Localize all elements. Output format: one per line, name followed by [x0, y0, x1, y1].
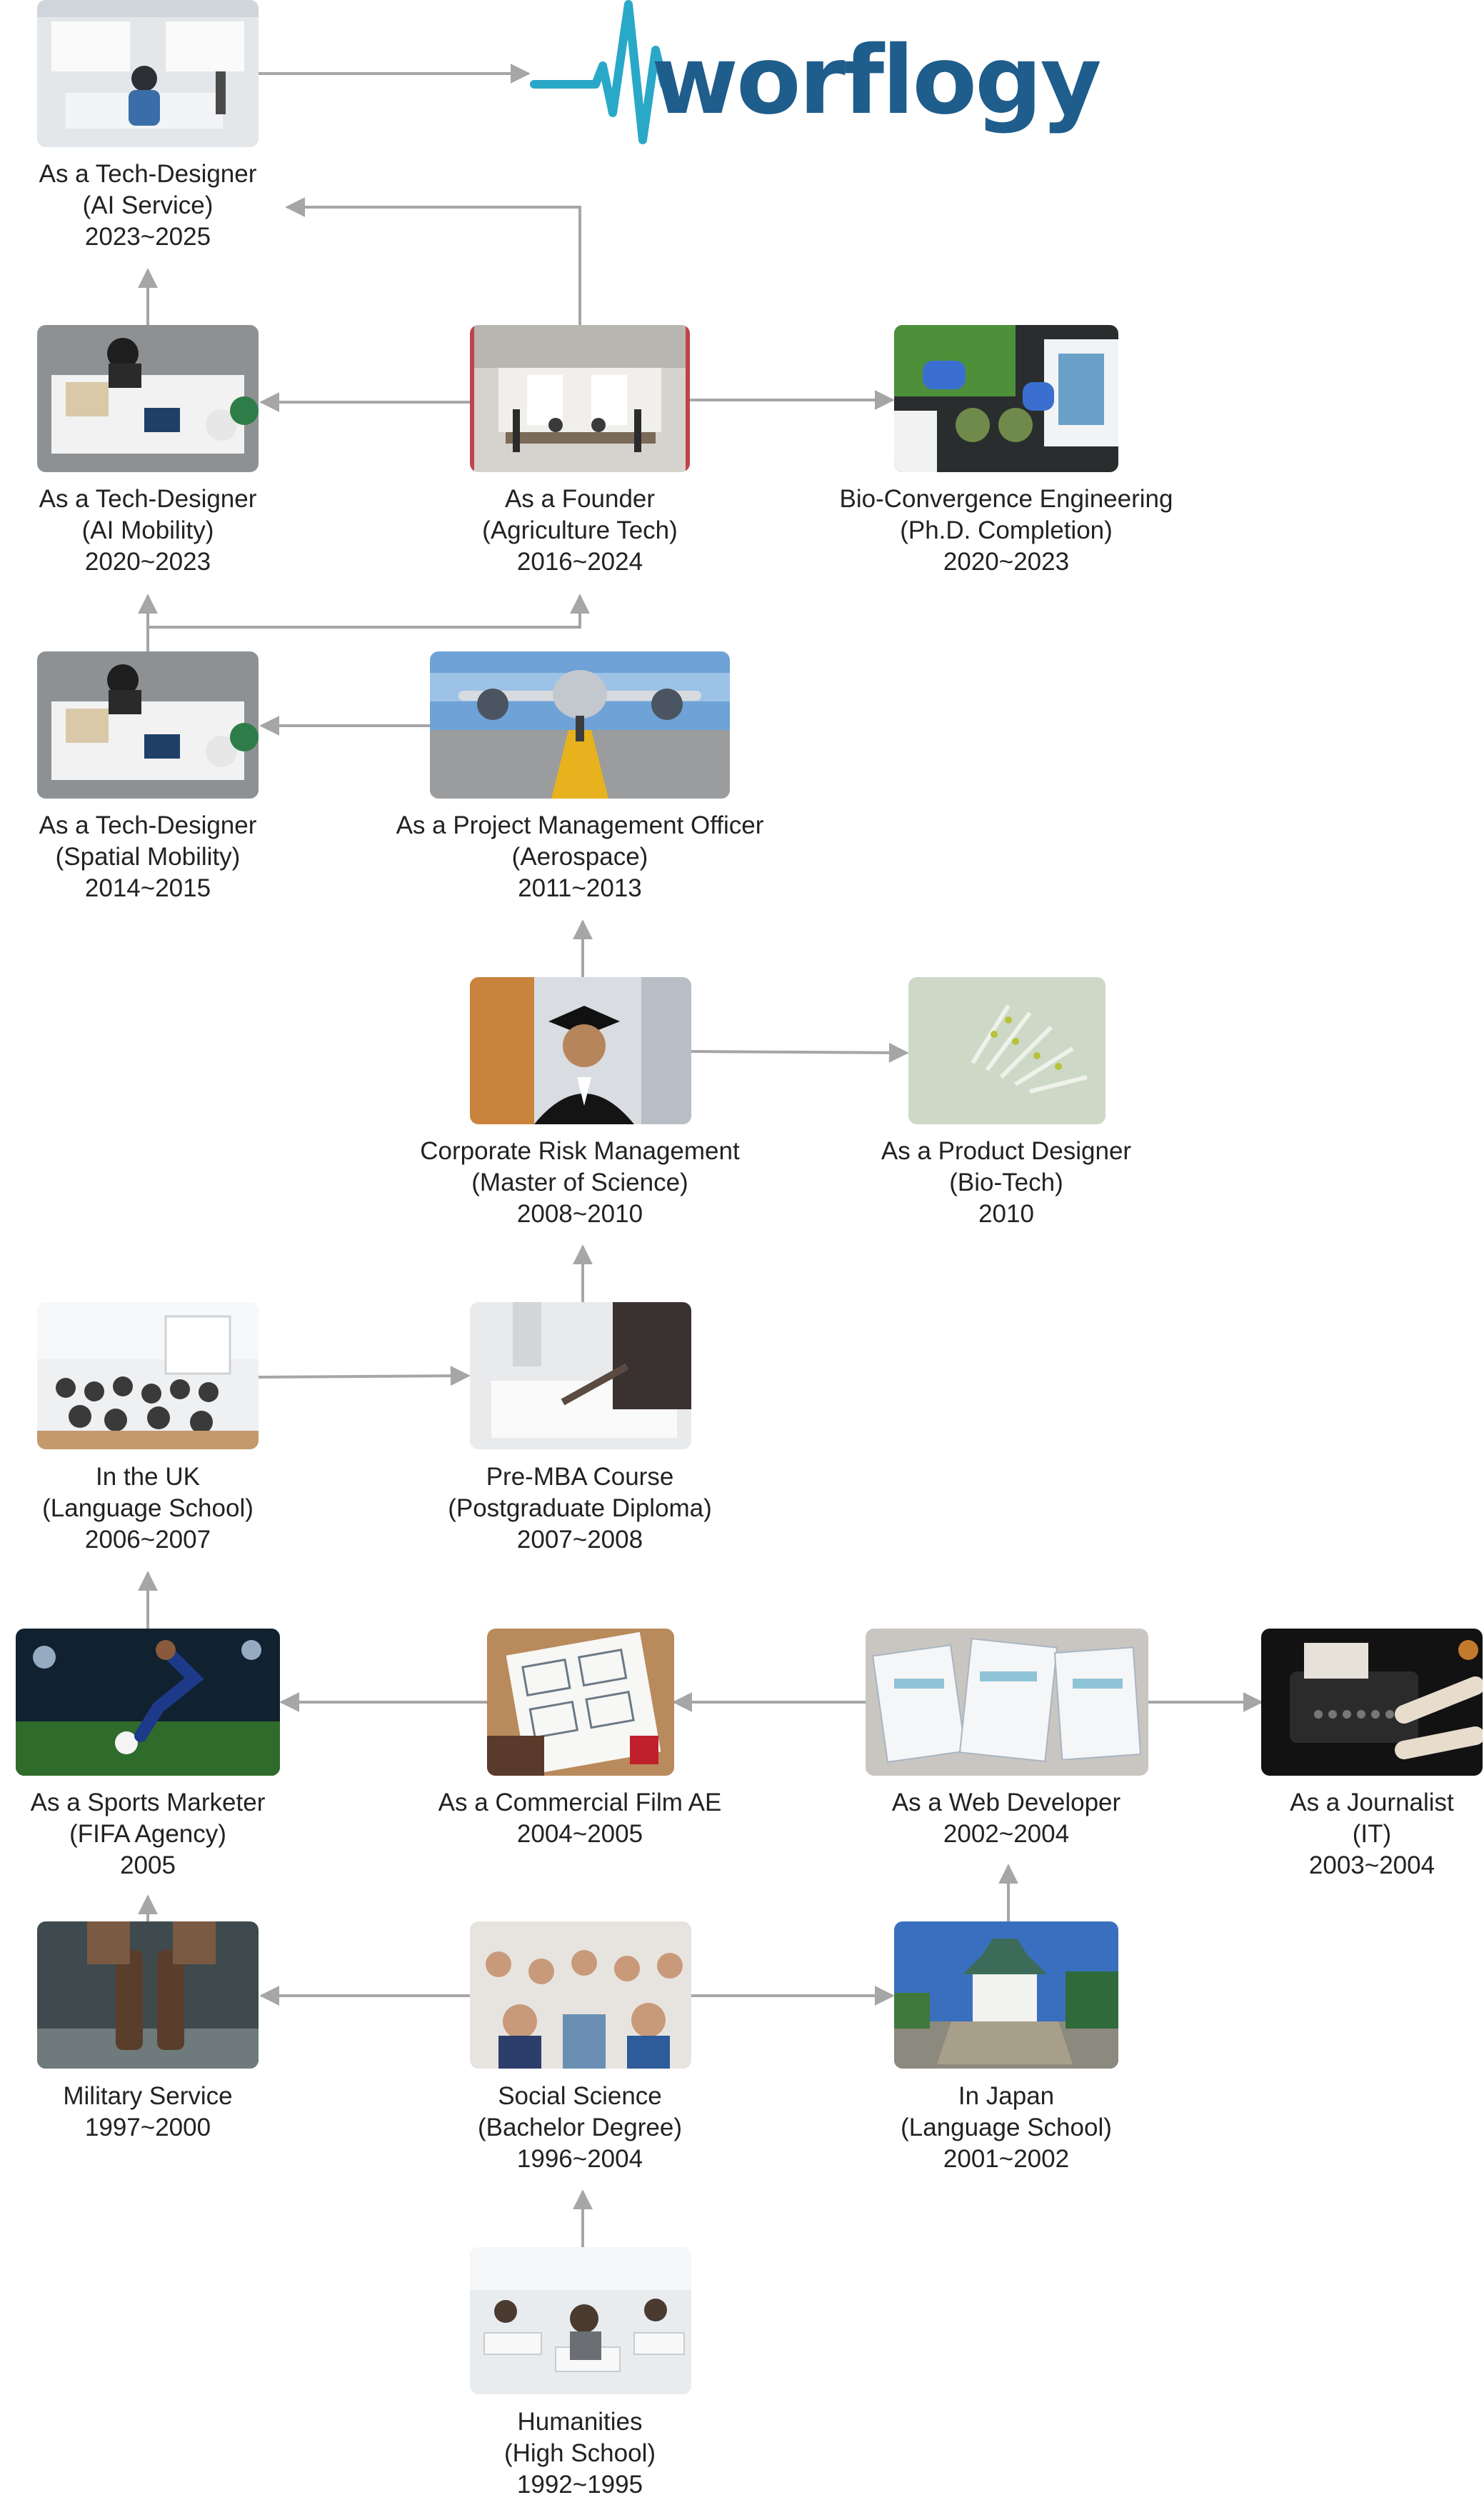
- caption-pre-mba: Pre-MBA Course (Postgraduate Diploma) 20…: [448, 1463, 712, 1554]
- caption-risk-management: Corporate Risk Management (Master of Sci…: [420, 1137, 740, 1228]
- photo-boots: [37, 1921, 259, 2069]
- photo-japanese-castle: [894, 1921, 1118, 2069]
- photo-open-office: [470, 325, 690, 472]
- photo-team-at-table: [37, 325, 259, 472]
- logo-wordmark: worflogy: [651, 26, 1102, 136]
- caption-ai-service: As a Tech-Designer (AI Service) 2023~202…: [39, 160, 257, 251]
- caption-film-ae: As a Commercial Film AE 2004~2005: [438, 1789, 722, 1848]
- arrow-founder-to-ai-service: [285, 197, 581, 325]
- photo-exam-hall: [470, 2247, 691, 2394]
- worflogy-logo: worflogy: [530, 0, 1102, 150]
- photo-wireframes: [866, 1629, 1148, 1776]
- caption-social-science: Social Science (Bachelor Degree) 1996~20…: [478, 2082, 682, 2173]
- caption-japan: In Japan (Language School) 2001~2002: [901, 2082, 1112, 2173]
- caption-ai-mobility: As a Tech-Designer (AI Mobility) 2020~20…: [39, 485, 257, 576]
- caption-founder: As a Founder (Agriculture Tech) 2016~202…: [482, 485, 678, 576]
- arrow-spatial-to-founder: [148, 594, 590, 629]
- photo-classroom: [37, 1302, 259, 1449]
- caption-sports-marketer: As a Sports Marketer (FIFA Agency) 2005: [30, 1789, 266, 1879]
- photo-soccer-player: [16, 1629, 280, 1776]
- photo-students: [470, 1921, 691, 2069]
- caption-product-designer: As a Product Designer (Bio-Tech) 2010: [881, 1137, 1132, 1228]
- caption-humanities: Humanities (High School) 1992~1995: [503, 2408, 656, 2499]
- caption-journalist: As a Journalist (IT) 2003~2004: [1290, 1789, 1454, 1879]
- photo-team-at-table-2: [37, 651, 259, 799]
- arrow-uk-to-premba: [258, 1366, 471, 1386]
- photo-designer-at-desk: [37, 0, 259, 147]
- photo-storyboard: [487, 1629, 674, 1776]
- caption-pmo: As a Project Management Officer (Aerospa…: [396, 811, 764, 902]
- arrow-risk-to-product: [691, 1042, 909, 1063]
- heartbeat-pulse-icon: [530, 0, 668, 144]
- caption-spatial-mobility: As a Tech-Designer (Spatial Mobility) 20…: [39, 811, 257, 902]
- photo-graduate: [470, 977, 691, 1124]
- caption-bio-convergence: Bio-Convergence Engineering (Ph.D. Compl…: [839, 485, 1173, 576]
- photo-typewriter: [1261, 1629, 1483, 1776]
- caption-military: Military Service 1997~2000: [63, 2082, 233, 2141]
- photo-airplane: [430, 651, 730, 799]
- caption-web-developer: As a Web Developer 2002~2004: [891, 1789, 1121, 1848]
- photo-lab-plants: [894, 325, 1118, 472]
- caption-uk: In the UK (Language School) 2006~2007: [42, 1463, 254, 1554]
- photo-writing: [470, 1302, 691, 1449]
- photo-microorganism: [908, 977, 1106, 1124]
